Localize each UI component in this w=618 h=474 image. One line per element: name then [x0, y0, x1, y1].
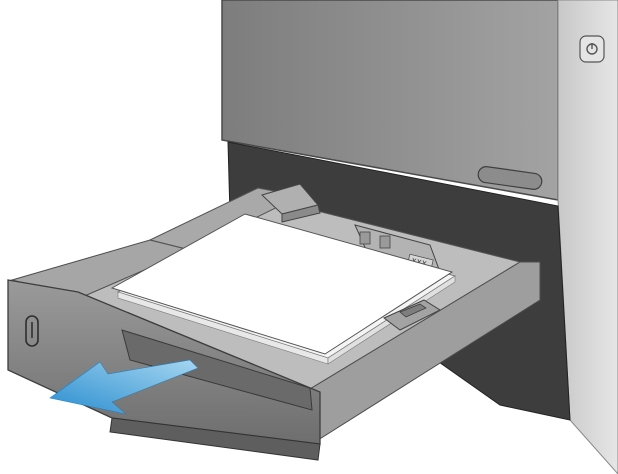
power-button[interactable]	[579, 35, 605, 63]
paper-stack	[110, 213, 456, 365]
pull-direction-arrow-icon	[49, 359, 199, 415]
tray-bottom-lip	[109, 417, 321, 461]
tray-handle-recess[interactable]	[121, 329, 313, 411]
paper-length-lever[interactable]	[383, 299, 442, 331]
rear-paper-guide[interactable]	[261, 183, 321, 223]
printer-right-side	[557, 0, 618, 474]
printer-handle-slot	[477, 166, 543, 190]
tray-release-icon	[25, 315, 39, 347]
